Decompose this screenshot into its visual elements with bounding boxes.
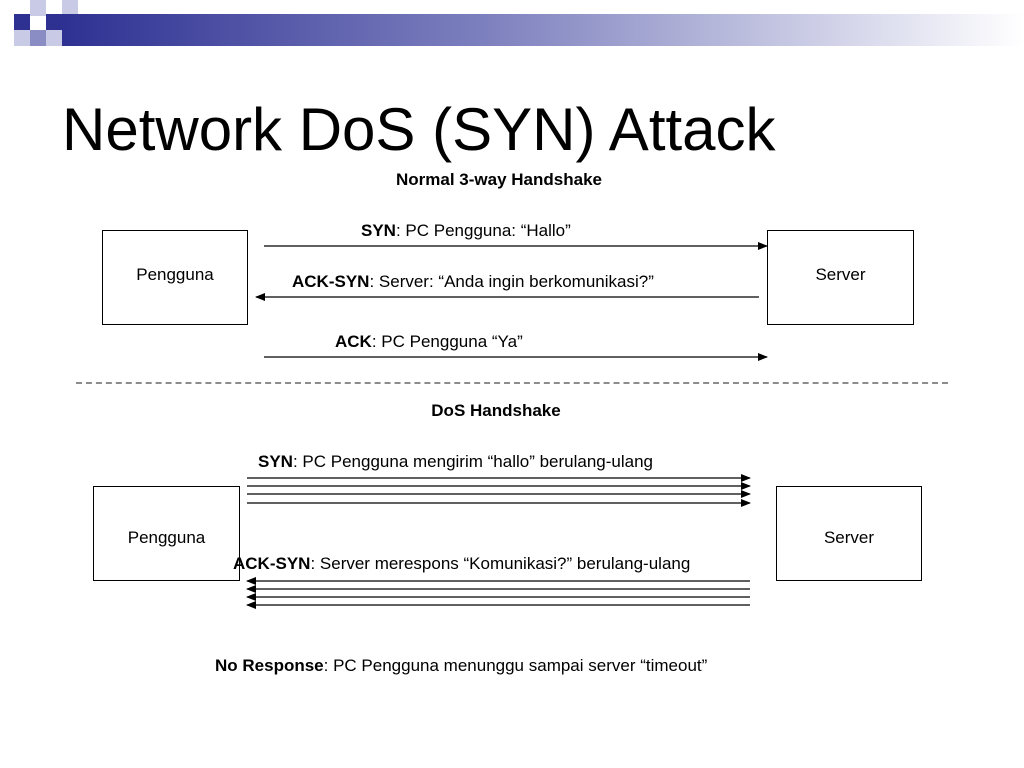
normal-syn-text: : PC Pengguna: “Hallo”: [395, 221, 571, 240]
normal-ack-syn-caption: ACK-SYN: Server: “Anda ingin berkomunika…: [292, 271, 654, 293]
normal-ack-syn-text: : Server: “Anda ingin berkomunikasi?”: [369, 272, 654, 291]
normal-server-label: Server: [815, 265, 866, 284]
dos-ack-syn-keyword: ACK-SYN: [233, 554, 311, 573]
normal-client-box: Pengguna: [102, 230, 248, 325]
dos-handshake-heading: DoS Handshake: [431, 401, 561, 420]
dos-client-box: Pengguna: [93, 486, 240, 581]
normal-ack-keyword: ACK: [335, 332, 372, 351]
no-response-keyword: No Response: [215, 656, 324, 675]
dos-ack-syn-caption: ACK-SYN: Server merespons “Komunikasi?” …: [233, 553, 690, 575]
normal-syn-keyword: SYN: [361, 221, 396, 240]
dos-syn-caption: SYN: PC Pengguna mengirim “hallo” berula…: [258, 451, 653, 473]
normal-server-box: Server: [767, 230, 914, 325]
normal-ack-syn-keyword: ACK-SYN: [292, 272, 370, 291]
dos-client-label: Pengguna: [127, 528, 206, 547]
dos-server-label: Server: [823, 528, 875, 547]
normal-ack-caption: ACK: PC Pengguna “Ya”: [335, 331, 523, 353]
no-response-text: : PC Pengguna menunggu sampai server “ti…: [323, 656, 708, 675]
section-divider: [76, 382, 948, 384]
page-title: Network DoS (SYN) Attack: [62, 96, 776, 163]
dos-syn-keyword: SYN: [258, 452, 293, 471]
normal-handshake-heading: Normal 3-way Handshake: [396, 170, 602, 189]
normal-ack-text: : PC Pengguna “Ya”: [371, 332, 523, 351]
dos-ack-syn-text: : Server merespons “Komunikasi?” berulan…: [310, 554, 691, 573]
no-response-caption: No Response: PC Pengguna menunggu sampai…: [215, 655, 707, 677]
dos-syn-text: : PC Pengguna mengirim “hallo” berulang-…: [292, 452, 654, 471]
normal-syn-caption: SYN: PC Pengguna: “Hallo”: [361, 220, 571, 242]
header-decoration: [14, 0, 1024, 46]
dos-server-box: Server: [776, 486, 922, 581]
normal-client-label: Pengguna: [136, 265, 214, 284]
